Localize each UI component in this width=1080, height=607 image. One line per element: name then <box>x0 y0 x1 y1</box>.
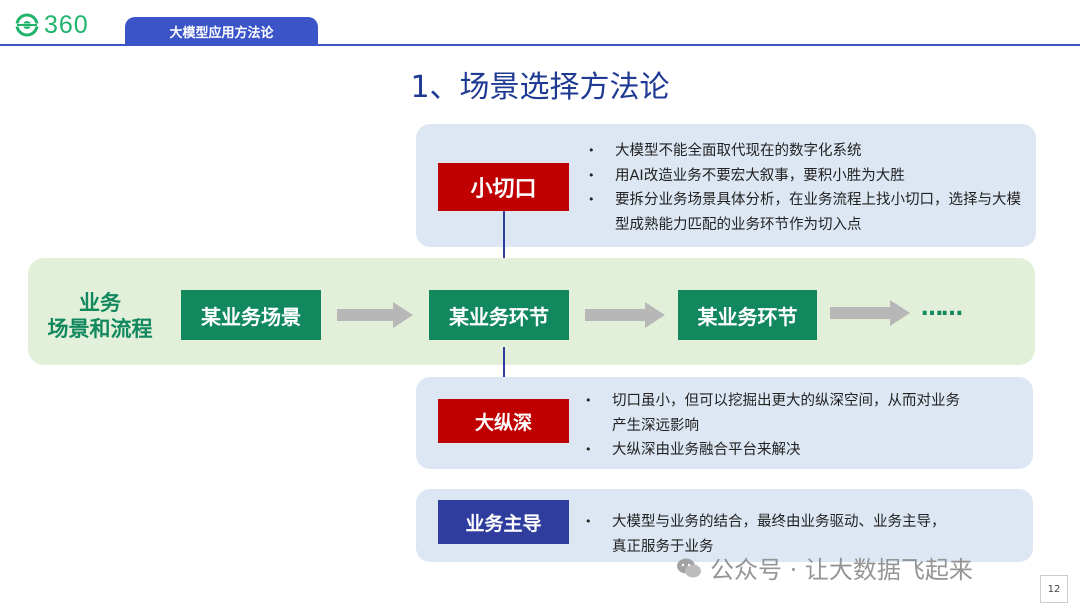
header-tab[interactable]: 大模型应用方法论 <box>125 17 318 45</box>
list-item: •大模型与业务的结合，最终由业务驱动、业务主导，真正服务于业务 <box>585 514 946 555</box>
flow-label: 业务 场景和流程 <box>36 290 164 342</box>
arrow-right-icon <box>830 300 910 326</box>
list-item: •用AI改造业务不要宏大叙事，要积小胜为大胜 <box>588 167 905 184</box>
middle-panel-bullets: •切口虽小，但可以挖掘出更大的纵深空间，从而对业务产生深远影响 •大纵深由业务融… <box>585 389 960 463</box>
list-item: •大模型不能全面取代现在的数字化系统 <box>588 143 862 159</box>
arrow-right-icon <box>585 302 665 328</box>
watermark-text: 公众号 · 让大数据飞起来 <box>710 556 973 584</box>
logo-text: 360 <box>44 10 89 39</box>
connector-line-top <box>503 211 505 269</box>
bottom-panel-label: 业务主导 <box>438 500 569 544</box>
page-title: 1、场景选择方法论 <box>410 70 670 105</box>
middle-panel-label: 大纵深 <box>438 399 569 443</box>
arrow-right-icon <box>337 302 413 328</box>
flow-step-scene: 某业务场景 <box>181 290 321 340</box>
flow-step-stage-2: 某业务环节 <box>678 290 817 340</box>
flow-step-stage-1: 某业务环节 <box>429 290 569 340</box>
list-item: •切口虽小，但可以挖掘出更大的纵深空间，从而对业务产生深远影响 <box>585 393 960 434</box>
flow-label-line1: 业务 <box>79 291 121 315</box>
360-logo-icon <box>14 13 40 37</box>
flow-label-line2: 场景和流程 <box>47 317 153 341</box>
top-panel-bullets: •大模型不能全面取代现在的数字化系统 •用AI改造业务不要宏大叙事，要积小胜为大… <box>588 139 1028 237</box>
page-number: 12 <box>1040 575 1068 603</box>
list-item: •大纵深由业务融合平台来解决 <box>585 442 801 458</box>
logo-360: 360 <box>14 10 89 40</box>
top-panel-label: 小切口 <box>438 163 569 211</box>
bottom-panel-bullets: •大模型与业务的结合，最终由业务驱动、业务主导，真正服务于业务 <box>585 510 950 559</box>
header-divider <box>0 44 1080 46</box>
flow-ellipsis: …… <box>921 296 963 321</box>
list-item: •要拆分业务场景具体分析，在业务流程上找小切口，选择与大模型成熟能力匹配的业务环… <box>588 192 1021 233</box>
watermark: 公众号 · 让大数据飞起来 <box>676 550 973 585</box>
wechat-icon <box>677 558 701 577</box>
connector-line-bottom <box>503 347 505 402</box>
